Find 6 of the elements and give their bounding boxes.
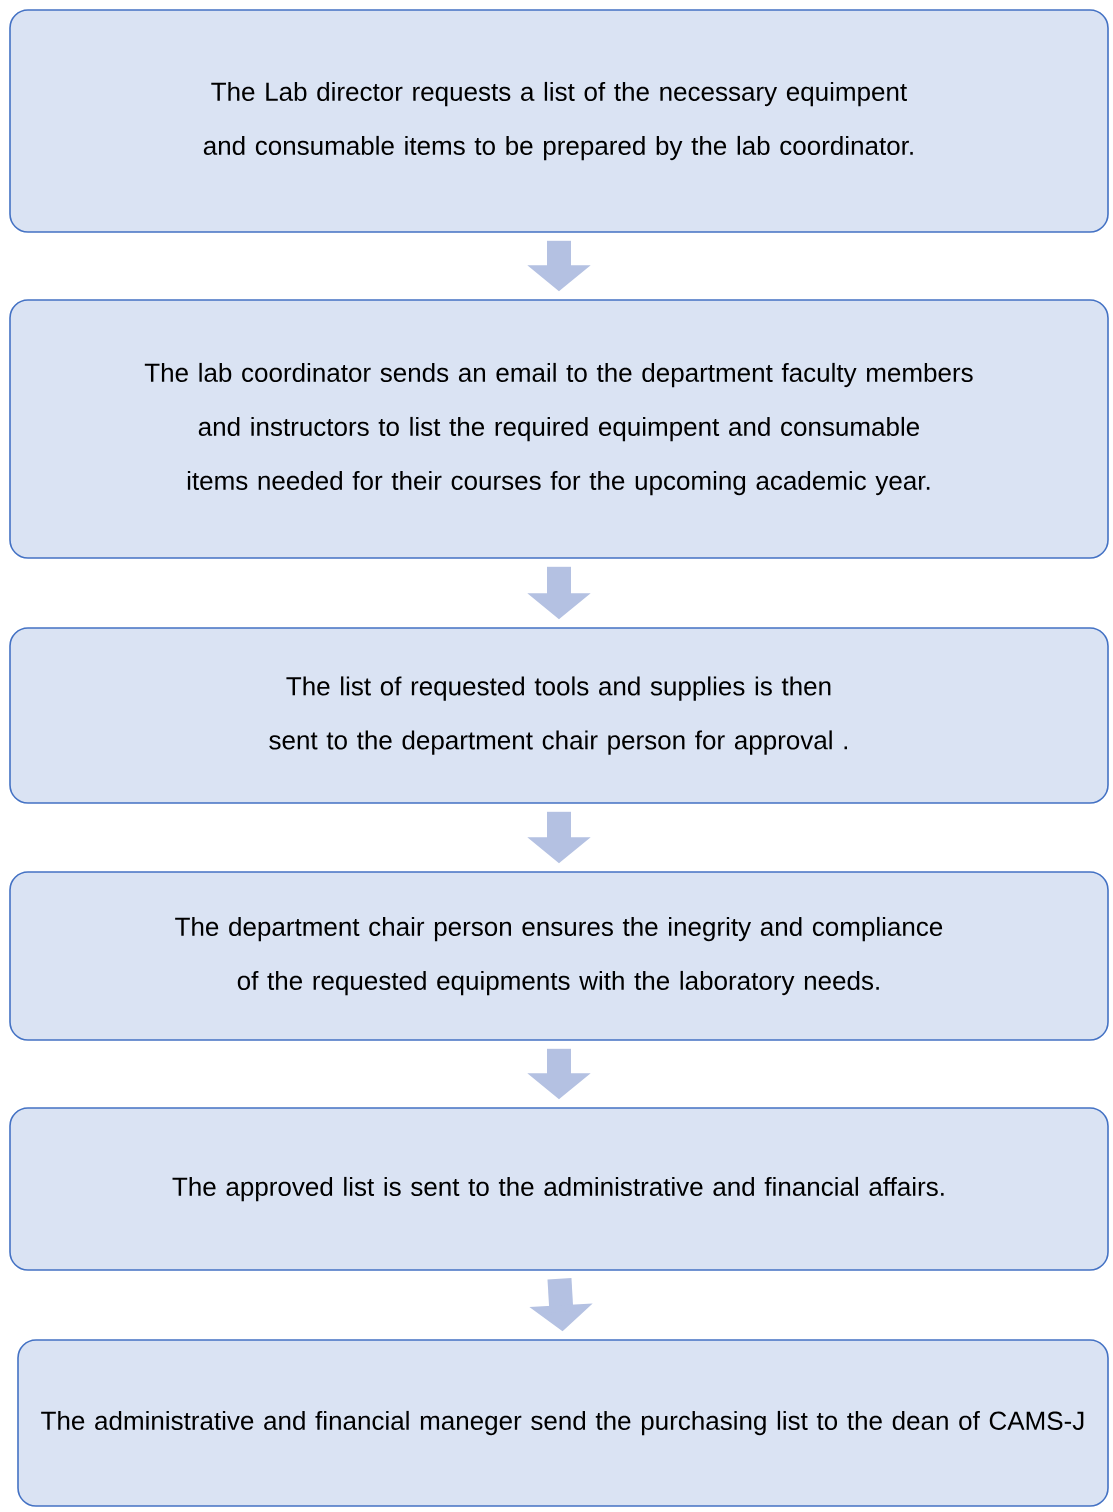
- process-box: The list of requested tools and supplies is then sent to the department chair person for approval .: [9, 627, 1109, 804]
- process-box: The department chair person ensures the inegrity and compliance of the requested equipments with the laboratory needs.: [9, 871, 1109, 1041]
- process-box: The approved list is sent to the administrative and financial affairs.: [9, 1107, 1109, 1271]
- process-box: The Lab director requests a list of the necessary equimpent and consumable items to be prepared by the lab coordinator.: [9, 9, 1109, 233]
- process-box: The lab coordinator sends an email to the department faculty members and instructors to list the required equimpent and consumable items needed for their courses for the upcoming academic year.: [9, 299, 1109, 559]
- process-box: The administrative and financial maneger send the purchasing list to the dean of CAMS-J: [17, 1339, 1109, 1507]
